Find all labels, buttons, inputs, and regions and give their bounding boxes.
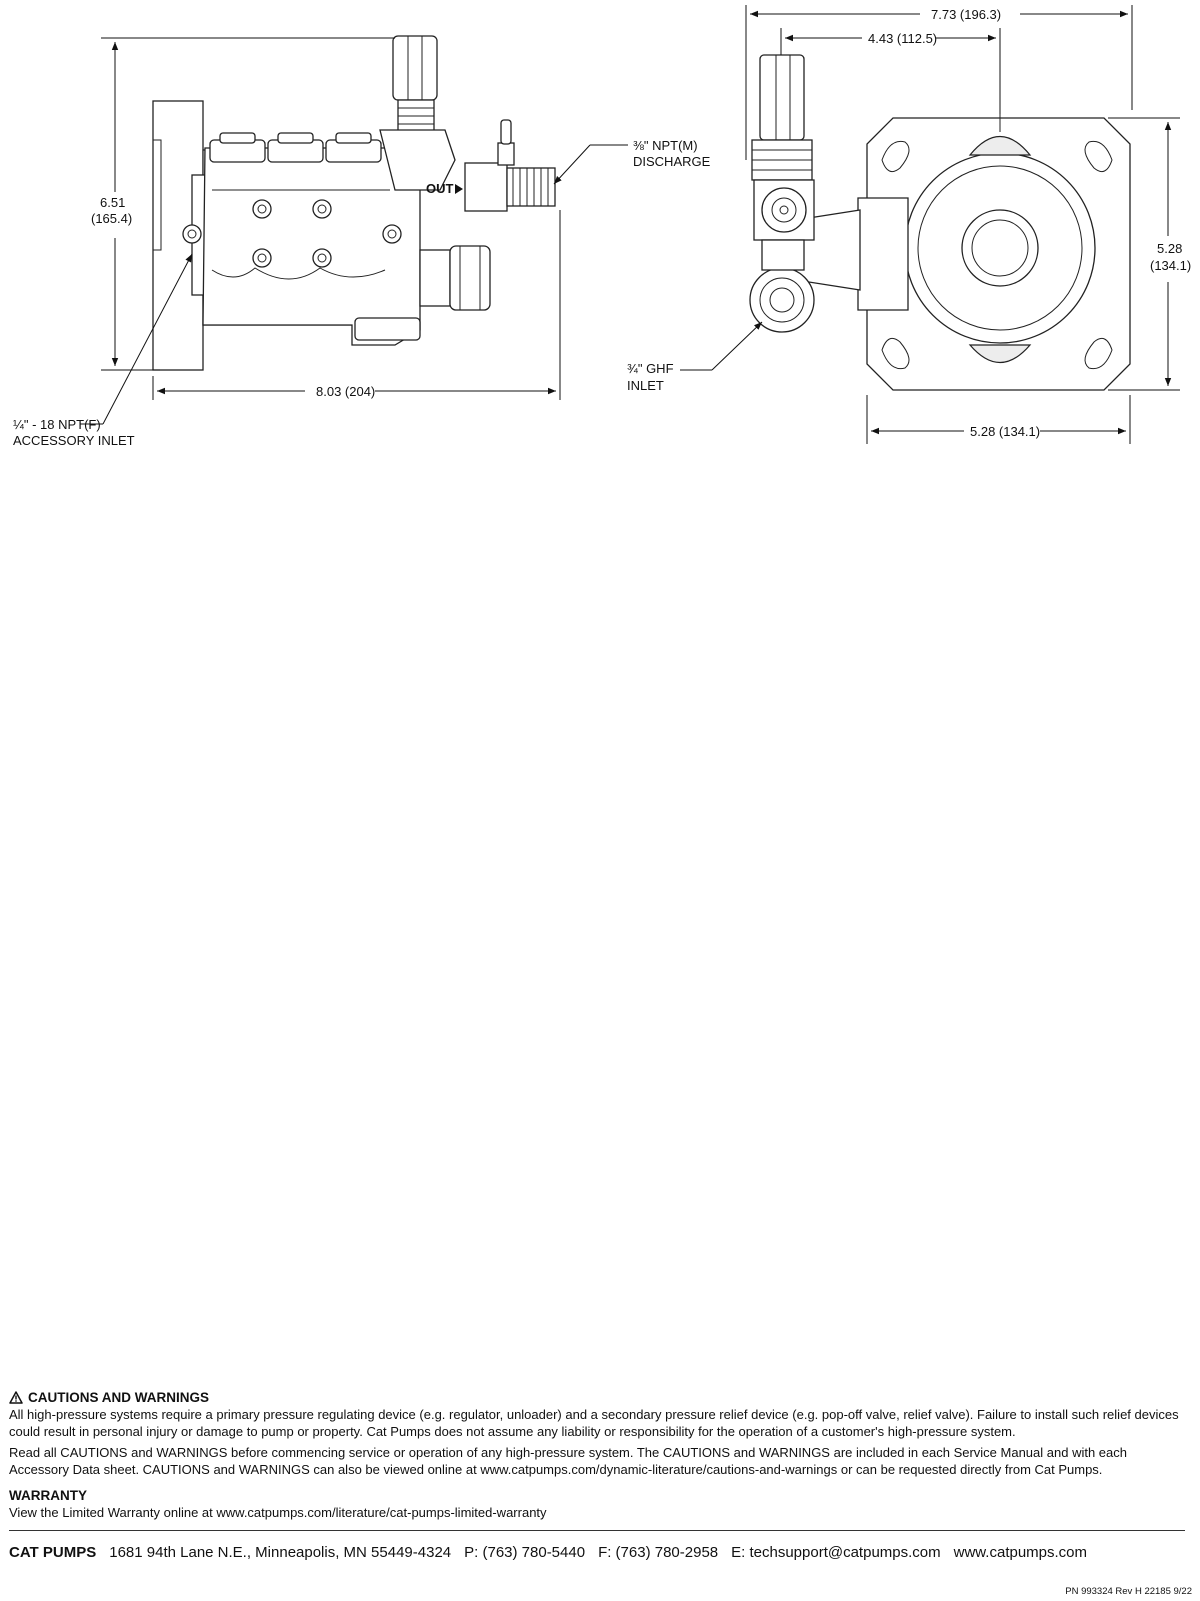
end-offset-dim: 4.43 (112.5) <box>868 31 937 46</box>
footer-divider <box>9 1530 1185 1531</box>
end-width-dim: 5.28 (134.1) <box>970 424 1040 439</box>
brand-name: CAT PUMPS <box>9 1544 97 1561</box>
side-view-pump: OUT <box>152 35 556 371</box>
accessory-label-line1: ¼" - 18 NPT(F) <box>13 417 101 432</box>
cautions-paragraph-2: Read all CAUTIONS and WARNINGS before co… <box>9 1445 1127 1477</box>
end-height-dim: 5.28 <box>1157 241 1182 256</box>
cautions-heading-row: CAUTIONS AND WARNINGS <box>9 1389 1189 1406</box>
end-view-pump <box>749 54 1131 391</box>
end-height-dim-mm: (134.1) <box>1150 258 1191 273</box>
fax: F: (763) 780-2958 <box>598 1544 719 1561</box>
pump-dimension-drawing: OUT 6.51 (165.4) 8.03 (204) <box>13 5 1191 448</box>
out-marking: OUT <box>426 181 454 196</box>
side-height-dim: 6.51 <box>100 195 125 210</box>
end-view-dimensions: 7.73 (196.3) 4.43 (112.5) 5.28 (134.1) 5… <box>627 5 1191 444</box>
inlet-label-line1: ¾" GHF <box>627 361 674 376</box>
cautions-heading: CAUTIONS AND WARNINGS <box>28 1390 209 1405</box>
end-overall-width-dim: 7.73 (196.3) <box>931 7 1001 22</box>
discharge-label-line2: DISCHARGE <box>633 154 711 169</box>
email: E: techsupport@catpumps.com <box>731 1544 941 1561</box>
contact-line: CAT PUMPS 1681 94th Lane N.E., Minneapol… <box>9 1544 1189 1561</box>
accessory-label-line2: ACCESSORY INLET <box>13 433 135 448</box>
website: www.catpumps.com <box>953 1544 1088 1561</box>
cautions-paragraph-1: All high-pressure systems require a prim… <box>9 1407 1179 1439</box>
address: 1681 94th Lane N.E., Minneapolis, MN 554… <box>109 1544 452 1561</box>
part-number: PN 993324 Rev H 22185 9/22 <box>1065 1586 1192 1597</box>
side-height-dim-mm: (165.4) <box>91 211 132 226</box>
side-length-dim: 8.03 (204) <box>316 384 375 399</box>
warranty-heading: WARRANTY <box>9 1488 87 1503</box>
discharge-label-line1: ⅜" NPT(M) <box>633 138 698 153</box>
warranty-text: View the Limited Warranty online at www.… <box>9 1505 547 1520</box>
side-view-dimensions: 6.51 (165.4) 8.03 (204) ⅜" NPT(M) DISCHA… <box>13 37 711 448</box>
footer: CAUTIONS AND WARNINGS All high-pressure … <box>9 1389 1189 1561</box>
warning-triangle-icon <box>9 1391 23 1404</box>
phone: P: (763) 780-5440 <box>464 1544 586 1561</box>
inlet-label-line2: INLET <box>627 378 664 393</box>
